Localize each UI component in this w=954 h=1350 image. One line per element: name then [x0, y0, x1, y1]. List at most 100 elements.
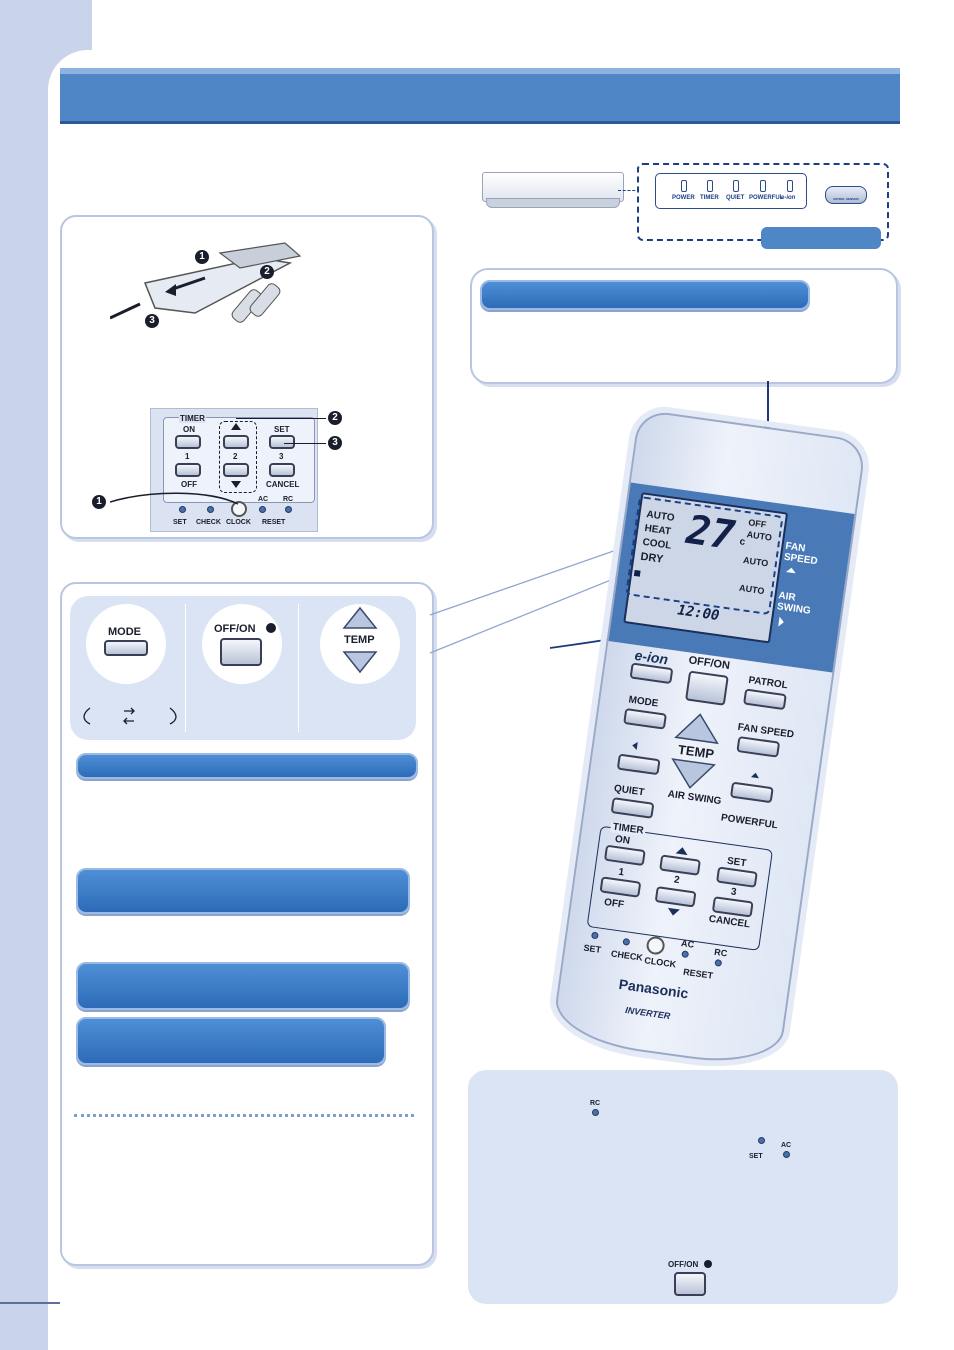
- lcd-temperature: 27: [683, 507, 738, 560]
- callout-1-badge: 1: [92, 495, 106, 509]
- timer-on-button[interactable]: [175, 435, 201, 449]
- timer-down-arrow-icon: [231, 481, 241, 488]
- eion-lamp: [787, 180, 793, 192]
- remote-rc-label: RC: [713, 946, 728, 959]
- bottom-rule: [0, 1302, 60, 1304]
- reset-ac-label: AC: [781, 1142, 792, 1149]
- controls-divider-2: [298, 604, 299, 732]
- reset-set-dot: [758, 1137, 765, 1144]
- callout-line-3: [284, 443, 326, 444]
- reset-power-icon: [704, 1260, 712, 1268]
- reset-panel: [468, 1070, 898, 1304]
- closeup-ac-dot: [259, 506, 266, 513]
- timer-closeup-num3: 3: [279, 452, 284, 461]
- remote-ac-label: AC: [680, 938, 695, 950]
- reset-set-label: SET: [749, 1153, 763, 1160]
- feature-heading-bar: [480, 280, 810, 310]
- callout-line-1: [110, 492, 239, 505]
- remote-timer-down-icon: [666, 907, 680, 917]
- timer-closeup-ac: AC: [258, 496, 269, 503]
- timer-set-button[interactable]: [269, 435, 295, 449]
- timer-lamp: [707, 180, 713, 192]
- remote-temp-down-icon[interactable]: [667, 757, 717, 793]
- closeup-set-dot: [179, 506, 186, 513]
- closeup-check-dot: [207, 506, 214, 513]
- timer-closeup-set: SET: [274, 425, 290, 434]
- operation-heading-bar: [76, 753, 418, 779]
- title-bar: [60, 68, 900, 124]
- timer-closeup-rc: RC: [283, 496, 294, 503]
- callout-line-2: [236, 418, 326, 419]
- power-icon: [266, 623, 276, 633]
- swing-ud-icon: [750, 772, 760, 779]
- indicator-eion-label: e-ion: [781, 195, 796, 201]
- zoom-connector-lines: [429, 538, 649, 654]
- closeup-set-label: SET: [173, 519, 187, 526]
- remote-timer-up-icon: [675, 846, 689, 856]
- timer-closeup-num2: 2: [233, 452, 238, 461]
- lcd-temp-unit: c: [738, 536, 746, 548]
- remote-three-label: 3: [730, 886, 738, 899]
- temp-down-icon[interactable]: [342, 650, 378, 674]
- indoor-unit: [482, 172, 624, 208]
- remote-on-label: ON: [614, 833, 631, 847]
- temp-label: TEMP: [344, 634, 375, 646]
- timer-closeup-on: ON: [183, 425, 195, 434]
- indicator-timer-label: TIMER: [700, 195, 719, 201]
- timer-closeup-bg: [163, 417, 315, 503]
- power-lamp: [681, 180, 687, 192]
- reset-offon-label: OFF/ON: [668, 1260, 699, 1269]
- step2-badge: 2: [260, 265, 274, 279]
- mode-label: MODE: [108, 626, 141, 638]
- indoor-leader-line: [618, 190, 640, 191]
- timer-closeup-off: OFF: [181, 480, 197, 489]
- remote-two-label: 2: [673, 874, 681, 887]
- timer-closeup-num1: 1: [185, 452, 190, 461]
- timer-updown-box: [219, 421, 257, 493]
- temp-up-icon[interactable]: [342, 606, 378, 630]
- timer-cancel-button[interactable]: [269, 463, 295, 477]
- remote-temp-up-icon[interactable]: [674, 709, 724, 745]
- clock-button[interactable]: [231, 501, 247, 517]
- indicator-power-label: POWER: [672, 195, 695, 201]
- reset-ac-dot: [783, 1151, 790, 1158]
- remote-control: AUTO HEAT COOL DRY 27 c OFF AUTO AUTO AU…: [550, 408, 867, 1071]
- battery-illustration: [110, 242, 302, 323]
- closeup-reset-label: RESET: [262, 519, 286, 526]
- indicator-strip: [655, 173, 807, 209]
- remote-one-label: 1: [617, 866, 625, 879]
- step3-badge: 3: [145, 314, 159, 328]
- callout-2-badge: 2: [328, 411, 342, 425]
- offon-label: OFF/ON: [214, 623, 256, 635]
- feature-pointer-dot: [763, 421, 771, 429]
- patrol-sensor: PATROL SENSOR: [825, 186, 867, 204]
- indicator-powerful-label: POWERFUL: [749, 195, 784, 201]
- mode-heading-bar: [76, 868, 410, 914]
- reset-offon-button[interactable]: [674, 1272, 706, 1296]
- timer-up-arrow-icon: [231, 423, 241, 430]
- reset-rc-dot: [592, 1109, 599, 1116]
- indicator-caption-tab: [761, 227, 881, 249]
- mode-cycle-icon: [83, 707, 177, 725]
- powerful-lamp: [760, 180, 766, 192]
- indicator-panel: POWER TIMER QUIET POWERFUL e-ion PATROL …: [637, 163, 889, 249]
- closeup-rc-dot: [285, 506, 292, 513]
- mode-button[interactable]: [104, 640, 148, 656]
- offon-heading-bar: [76, 1017, 386, 1065]
- timer-off-button[interactable]: [175, 463, 201, 477]
- callout-3-badge: 3: [328, 436, 342, 450]
- lcd-square: [633, 569, 641, 577]
- quiet-lamp: [733, 180, 739, 192]
- patrol-sensor-label: PATROL SENSOR: [833, 197, 859, 201]
- indicator-quiet-label: QUIET: [726, 195, 745, 201]
- step1-badge: 1: [195, 250, 209, 264]
- timer-down-button[interactable]: [223, 463, 249, 477]
- timer-up-button[interactable]: [223, 435, 249, 449]
- temp-heading-bar: [76, 962, 410, 1010]
- closeup-clock-label: CLOCK: [226, 519, 251, 526]
- closeup-check-label: CHECK: [196, 519, 221, 526]
- controls-divider-1: [185, 604, 186, 732]
- offon-button[interactable]: [220, 638, 262, 666]
- remote-offon-button[interactable]: [685, 670, 729, 706]
- timer-closeup: TIMER ON 1 OFF 2 SET 3 CANCEL AC RC SET …: [150, 408, 318, 532]
